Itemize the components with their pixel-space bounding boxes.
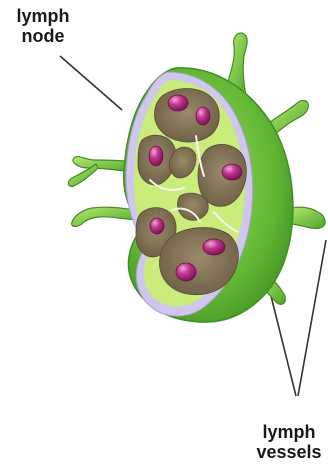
lymph-node-label-line2: node xyxy=(2,26,84,46)
follicle-7 xyxy=(176,263,196,281)
lymph-vessels-label-line1: lymph xyxy=(250,422,328,442)
lymph-vessels-label-line2: vessels xyxy=(250,442,328,462)
sinus-mid xyxy=(178,193,209,220)
vessel-leader-line-left xyxy=(270,292,296,396)
lymph-node-label: lymph node xyxy=(2,6,84,46)
lymph-node-label-line1: lymph xyxy=(2,6,84,26)
follicle-5 xyxy=(150,218,164,234)
follicle-3 xyxy=(149,146,163,166)
vessel-left-lower xyxy=(72,207,136,226)
lymph-vessels-label: lymph vessels xyxy=(250,422,328,462)
node-leader-line xyxy=(60,56,122,110)
vessel-leader-line-right xyxy=(298,240,326,396)
follicle-2 xyxy=(196,107,210,125)
follicle-6 xyxy=(203,239,225,255)
follicle-4 xyxy=(222,164,242,180)
follicle-1 xyxy=(168,95,188,111)
